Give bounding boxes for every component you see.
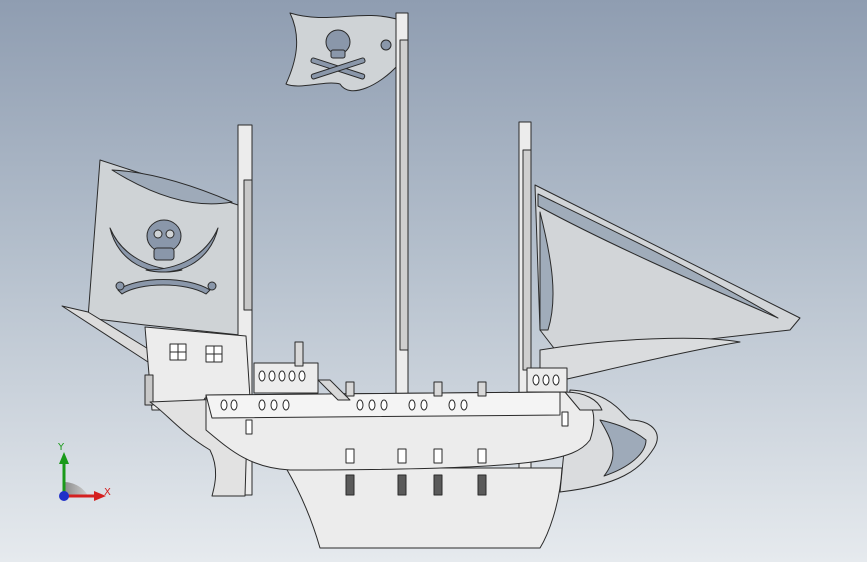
y-axis-label: Y: [58, 442, 65, 453]
flag-skull-icon: [310, 29, 392, 80]
x-axis-label: X: [104, 487, 111, 498]
axis-triad-icon: [59, 452, 106, 501]
quarter-deck[interactable]: [253, 341, 487, 401]
jib-sail[interactable]: [534, 184, 801, 386]
cabin-windows: [169, 343, 223, 363]
skull-emblem-icon: [109, 219, 219, 295]
orientation-triad[interactable]: Y X: [40, 436, 130, 516]
triad-plane-icon: [64, 482, 88, 496]
z-axis-icon: [59, 491, 69, 501]
mast-main: [395, 12, 409, 396]
pirate-flag[interactable]: [285, 12, 401, 92]
hull-slots: [245, 411, 569, 496]
hull-keel[interactable]: [285, 467, 563, 549]
gun-ports: [220, 370, 560, 411]
